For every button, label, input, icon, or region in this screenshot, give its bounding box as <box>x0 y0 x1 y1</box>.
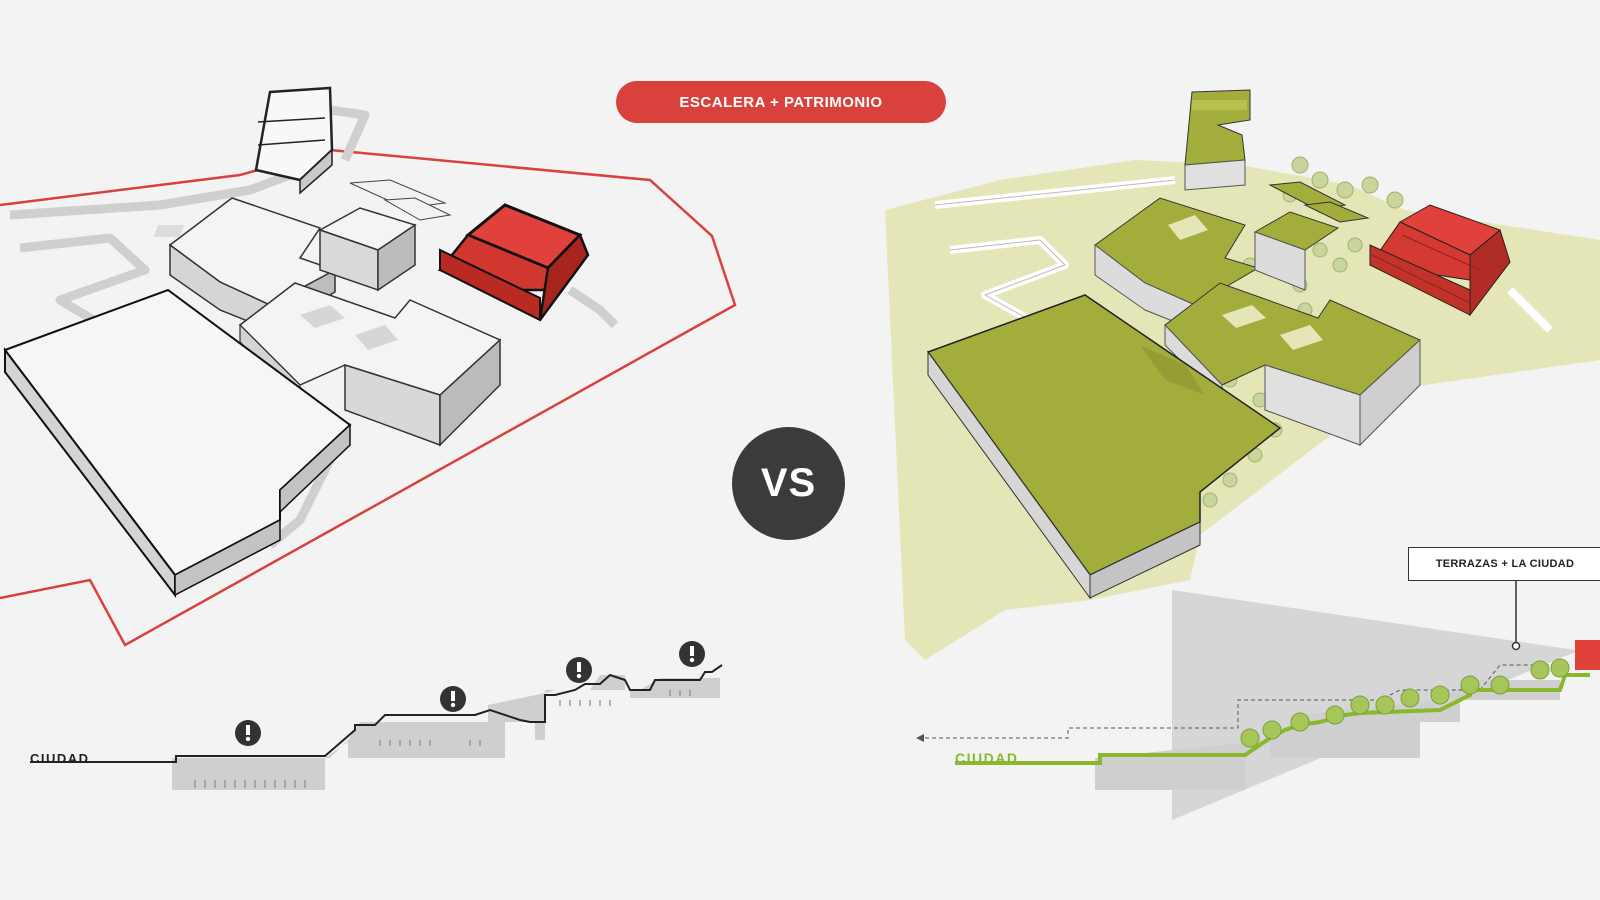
green-tower <box>1184 89 1251 191</box>
left-city-label: CIUDAD <box>30 751 90 766</box>
large-block <box>3 288 352 598</box>
thin-block-2 <box>1303 201 1370 223</box>
courtyard-block <box>238 282 502 447</box>
route-arrow <box>916 734 924 742</box>
vs-badge: VS <box>732 427 845 540</box>
right-massing-model <box>885 89 1600 660</box>
dashed-route <box>918 664 1565 739</box>
stair-paths-outline <box>934 179 1176 321</box>
left-massing-model <box>0 86 737 647</box>
callout-label: TERRAZAS + LA CIUDAD <box>1408 547 1600 581</box>
section-ground <box>172 675 720 790</box>
green-h-block <box>1094 197 1260 331</box>
tower-block <box>254 86 334 195</box>
right-section <box>916 581 1600 820</box>
exclamation-icon <box>679 641 705 667</box>
exclamation-icon <box>566 657 592 683</box>
cube-block <box>318 207 417 292</box>
green-courtyard-block <box>1164 282 1421 447</box>
heritage-red-block <box>437 203 590 322</box>
header-pill: ESCALERA + PATRIMONIO <box>616 81 946 123</box>
heritage-red-block <box>1369 204 1511 317</box>
green-cube-block <box>1253 211 1340 291</box>
exclamation-icon <box>440 686 466 712</box>
green-large-block <box>926 294 1282 600</box>
left-section <box>30 641 723 790</box>
callout-dot <box>1511 641 1521 651</box>
section-profile <box>30 664 723 763</box>
section-pillars <box>194 690 691 788</box>
thin-block-2 <box>383 197 452 221</box>
heritage-red-box <box>1575 640 1600 670</box>
exclamation-icon <box>235 720 261 746</box>
right-city-label: CIUDAD <box>955 750 1019 766</box>
section-trees <box>1240 658 1570 748</box>
